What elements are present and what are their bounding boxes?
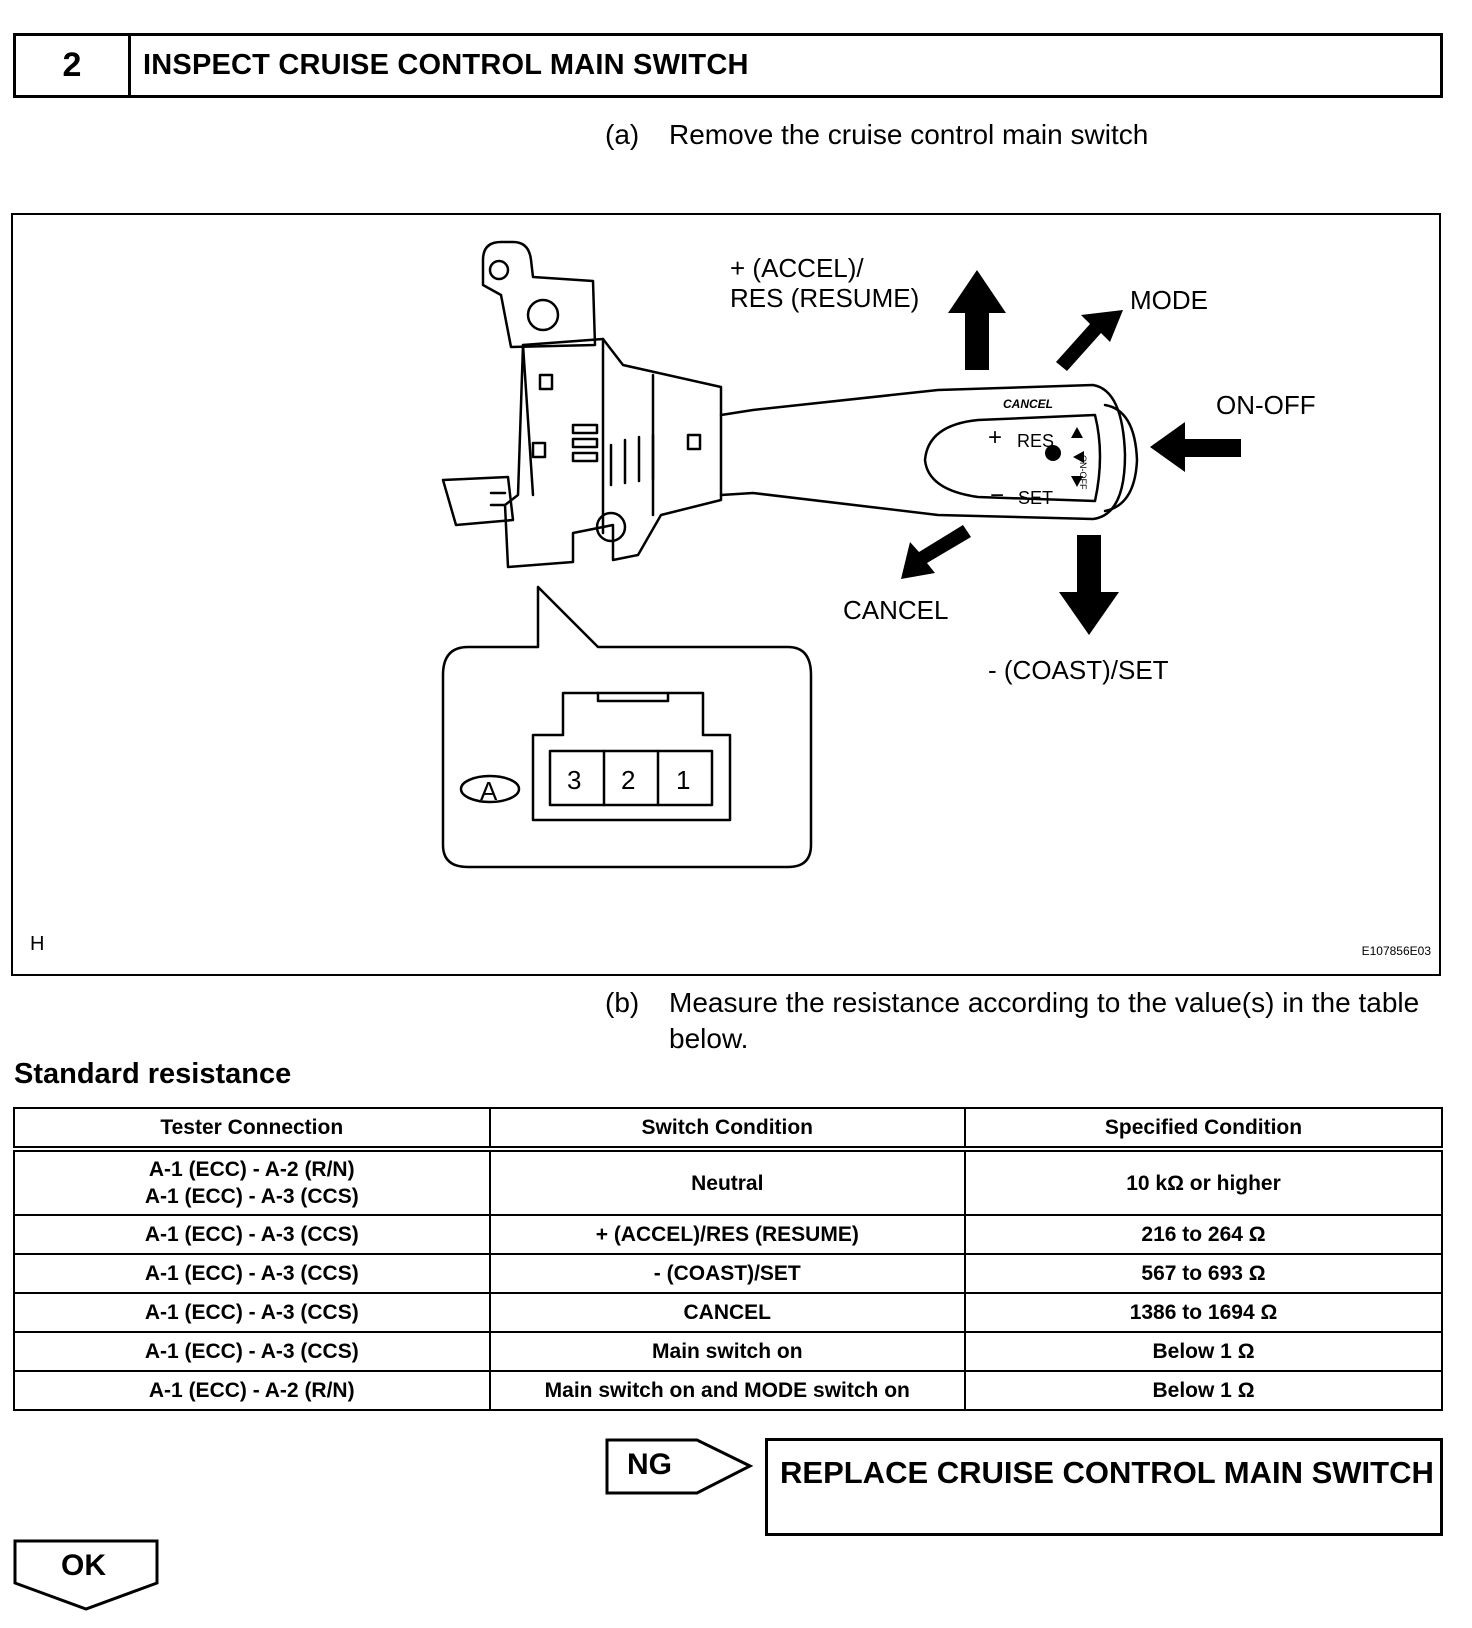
instruction-mark: (a) [605,119,640,150]
arrow-upright-icon [1056,310,1123,371]
step-number: 2 [16,36,131,95]
table-row: A-1 (ECC) - A-2 (R/N) A-1 (ECC) - A-3 (C… [13,1148,1443,1216]
header-specified-condition: Specified Condition [964,1107,1443,1152]
switch-condition-cell: Main switch on and MODE switch on [488,1370,967,1411]
specified-condition-cell: 1386 to 1694 Ω [964,1292,1443,1333]
bracket-hole-lower [595,511,627,543]
switch-illustration: + (ACCEL)/ RES (RESUME) MODE ON-OFF CANC… [11,213,1441,976]
bracket-hole-upper [488,259,510,281]
header-switch-condition: Switch Condition [488,1107,967,1152]
resistance-table: Tester Connection Switch Condition Speci… [13,1107,1443,1411]
figure-id: E107856E03 [1361,944,1431,958]
switch-drawing [441,240,1241,869]
ok-arrow-shape [13,1539,159,1611]
switch-body [503,337,723,569]
ng-arrow: NG [605,1438,754,1495]
table-row: A-1 (ECC) - A-3 (CCS) + (ACCEL)/RES (RES… [13,1214,1443,1255]
arrow-downleft-icon [901,525,971,579]
mode-label: MODE [1130,285,1208,315]
arrow-up-icon [948,270,1006,370]
arrow-down-icon [1059,535,1119,635]
lower-tab [441,475,515,527]
table-row: A-1 (ECC) - A-3 (CCS) - (COAST)/SET 567 … [13,1253,1443,1294]
connector-key [596,691,670,703]
tester-connection-cell: A-1 (ECC) - A-3 (CCS) [13,1292,491,1333]
mode-arrow-icon [1073,451,1084,463]
body-window [686,433,702,451]
cruise-icon [1045,445,1061,461]
switch-condition-cell: CANCEL [488,1292,967,1333]
lever-on-off-text: ON-OFF [1078,455,1088,490]
connector-id-ellipse [459,774,521,804]
bracket-hole-mid [526,298,560,332]
tester-connection-cell: A-1 (ECC) - A-2 (R/N) A-1 (ECC) - A-3 (C… [13,1148,491,1216]
body-window [538,373,554,391]
connector-pin-3: 3 [567,765,582,795]
instruction-mark: (b) [605,987,640,1018]
switch-condition-cell: Main switch on [488,1331,967,1372]
connector-pin-2: 2 [621,765,636,795]
callout-pointer [441,585,813,869]
connector-housing [531,691,732,822]
lever-face [923,413,1102,503]
standard-resistance-title: Standard resistance [14,1058,292,1090]
body-slot [571,437,599,449]
step-title: INSPECT CRUISE CONTROL MAIN SWITCH [143,49,749,81]
res-arrow-icon [1071,427,1083,438]
step-header: 2 INSPECT CRUISE CONTROL MAIN SWITCH [13,33,1443,98]
header-tester-connection: Tester Connection [13,1107,491,1152]
specified-condition-cell: 216 to 264 Ω [964,1214,1443,1255]
table-header-row: Tester Connection Switch Condition Speci… [13,1107,1443,1152]
body-slot [571,451,599,463]
body-window [531,441,547,459]
instruction-a: (a) Remove the cruise control main switc… [605,117,1429,153]
instruction-text: Measure the resistance according to the … [669,987,1420,1054]
ng-action-box: REPLACE CRUISE CONTROL MAIN SWITCH [765,1438,1443,1536]
coast-set-label: - (COAST)/SET [988,655,1169,685]
lower-tab-detail [489,491,507,507]
set-arrow-icon [1071,476,1083,487]
tester-connection-cell: A-1 (ECC) - A-3 (CCS) [13,1253,491,1294]
lever-knob [1103,403,1139,513]
ng-label: NG [627,1448,672,1481]
table-row: A-1 (ECC) - A-2 (R/N) Main switch on and… [13,1370,1443,1411]
lever-arm [719,383,1127,521]
specified-condition-cell: Below 1 Ω [964,1331,1443,1372]
ng-action-text: REPLACE CRUISE CONTROL MAIN SWITCH [780,1455,1434,1490]
lever-set-text: SET [1018,488,1054,508]
lever-res-text: RES [1017,431,1055,451]
ok-arrow: OK [13,1539,159,1611]
on-off-label: ON-OFF [1216,390,1316,420]
tester-connection-cell: A-1 (ECC) - A-3 (CCS) [13,1214,491,1255]
body-slot [571,423,599,435]
figure-corner-letter: H [30,933,45,955]
specified-condition-cell: 10 kΩ or higher [964,1148,1443,1216]
accel-label: + (ACCEL)/ RES (RESUME) [730,253,920,313]
tester-connection-cell: A-1 (ECC) - A-2 (R/N) [13,1370,491,1411]
lever-cancel-text: CANCEL [1003,397,1053,411]
ok-label: OK [61,1549,106,1582]
mounting-bracket [481,240,597,349]
specified-condition-cell: Below 1 Ω [964,1370,1443,1411]
instruction-text: Remove the cruise control main switch [669,119,1149,150]
tester-connection-cell: A-1 (ECC) - A-3 (CCS) [13,1331,491,1372]
connector-pin-area [548,749,714,807]
table-row: A-1 (ECC) - A-3 (CCS) CANCEL 1386 to 169… [13,1292,1443,1333]
ng-arrow-shape [605,1438,754,1495]
lever-plus-text: + [988,424,1003,451]
body-ribs [609,433,655,487]
cancel-label: CANCEL [843,595,949,625]
switch-condition-cell: Neutral [488,1148,967,1216]
connector-pin-1: 1 [676,765,691,795]
table-row: A-1 (ECC) - A-3 (CCS) Main switch on Bel… [13,1331,1443,1372]
switch-condition-cell: - (COAST)/SET [488,1253,967,1294]
lever-minus-text: − [990,482,1005,509]
arrow-left-icon [1150,422,1241,472]
switch-condition-cell: + (ACCEL)/RES (RESUME) [488,1214,967,1255]
connector-id-label: A [480,776,498,806]
specified-condition-cell: 567 to 693 Ω [964,1253,1443,1294]
instruction-b: (b) Measure the resistance according to … [605,985,1429,1057]
